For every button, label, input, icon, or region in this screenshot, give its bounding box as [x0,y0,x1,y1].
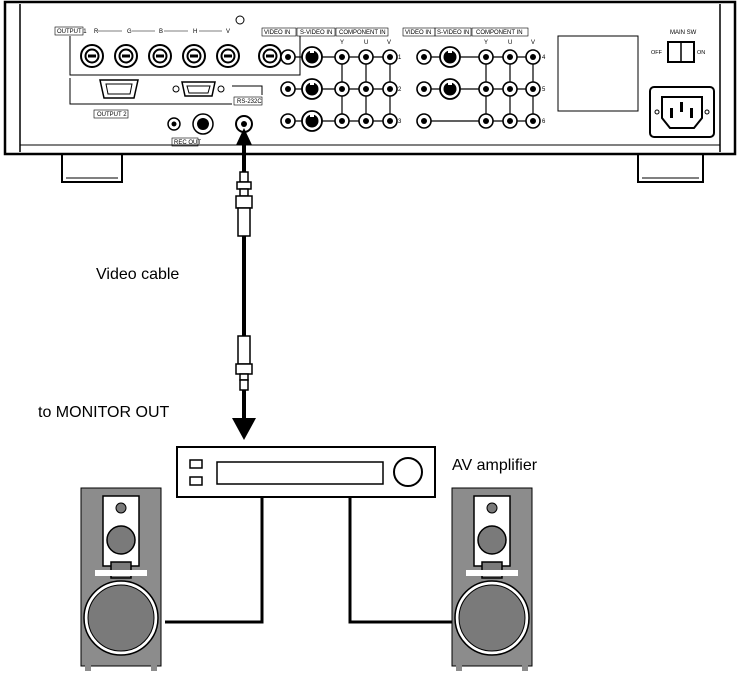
yuv2-v: V [531,40,535,46]
yuv1-u: U [364,40,368,46]
video-cable-caption: Video cable [96,266,179,283]
rs232c-label: RS-232C [237,99,262,105]
rca-jack [525,81,541,97]
svideo-jack [439,46,461,68]
input-group-1-jacks [280,46,398,132]
rca-jack [280,49,296,65]
amp-display [216,461,384,485]
device-rear-panel: OUTPUT 1 R G B H V OUTPUT 2 RS-232C REC … [3,0,737,183]
rca-jack [358,49,374,65]
row-2-number: 2 [398,87,402,93]
cable-arrow-up [236,128,252,145]
av-amplifier [176,446,436,498]
svideo-jack [439,78,461,100]
output1-label: OUTPUT 1 [57,29,87,35]
rca-jack [358,81,374,97]
rs232c-dsub-connector [181,81,216,97]
bnc-jack [148,44,172,68]
svideo-in-2-label: S-VIDEO IN [437,30,469,36]
bnc-jack [80,44,104,68]
output2-vga-connector [99,79,139,99]
left-speaker [80,487,162,671]
rgb-label-b: B [159,29,163,35]
left-foot [61,151,123,183]
amp-button-top [189,459,203,469]
rca-jack [478,49,494,65]
rca-jack [334,49,350,65]
rca-jack [502,49,518,65]
rca-jack [280,113,296,129]
rca-jack [280,81,296,97]
left-speaker-wire [165,497,264,624]
switch-on-label: ON [697,50,705,56]
yuv2-u: U [508,40,512,46]
output2-label: OUTPUT 2 [97,112,127,118]
video-cable [232,128,256,440]
rca-jack [382,81,398,97]
rca-jack [502,81,518,97]
svideo-jack [301,46,323,68]
rca-jack [358,113,374,129]
component-in-1-label: COMPONENT IN [339,30,386,36]
right-speaker [451,487,533,671]
rca-jack [478,113,494,129]
rgb-label-h: H [193,29,197,35]
rca-jack [416,81,432,97]
right-speaker-wire [348,497,455,624]
component-in-2-label: COMPONENT IN [476,30,523,36]
rgb-label-v: V [226,29,230,35]
rca-jack [334,113,350,129]
row-1-number: 1 [398,55,402,61]
right-foot [637,151,704,183]
amp-volume-knob [393,457,423,487]
cable-arrow-down [232,418,256,440]
row-4-number: 4 [542,55,546,61]
rca-jack [382,113,398,129]
monitor-out-caption: to MONITOR OUT [38,404,169,421]
rca-jack [502,113,518,129]
yuv2-y: Y [484,40,488,46]
bnc-jack [114,44,138,68]
rgb-label-g: G [127,29,132,35]
rca-jack [525,113,541,129]
rca-jack [416,49,432,65]
rgb-bnc-row [80,44,282,68]
yuv1-y: Y [340,40,344,46]
row-3-number: 3 [398,119,402,125]
bnc-jack [182,44,206,68]
rca-jack [416,113,432,129]
video-in-1-label: VIDEO IN [264,30,290,36]
rca-jack [334,81,350,97]
rca-jack [382,49,398,65]
input-group-2-jacks [416,46,541,129]
av-amplifier-caption: AV amplifier [452,457,538,474]
rca-jack [525,49,541,65]
main-sw-label: MAIN SW [670,30,697,36]
ac-power-inlet [649,86,715,138]
row-6-number: 6 [542,119,546,125]
bnc-jack [216,44,240,68]
rec-out-label: REC OUT [174,140,201,146]
row-5-number: 5 [542,87,546,93]
svideo-jack [301,78,323,100]
svideo-in-1-label: S-VIDEO IN [300,30,332,36]
amp-button-bottom [189,476,203,486]
switch-off-label: OFF [651,50,663,56]
rca-jack [478,81,494,97]
blank-plate [557,35,639,112]
bnc-jack [258,44,282,68]
svideo-jack [301,110,323,132]
video-in-2-label: VIDEO IN [405,30,431,36]
rgb-label-r: R [94,29,99,35]
yuv1-v: V [387,40,391,46]
